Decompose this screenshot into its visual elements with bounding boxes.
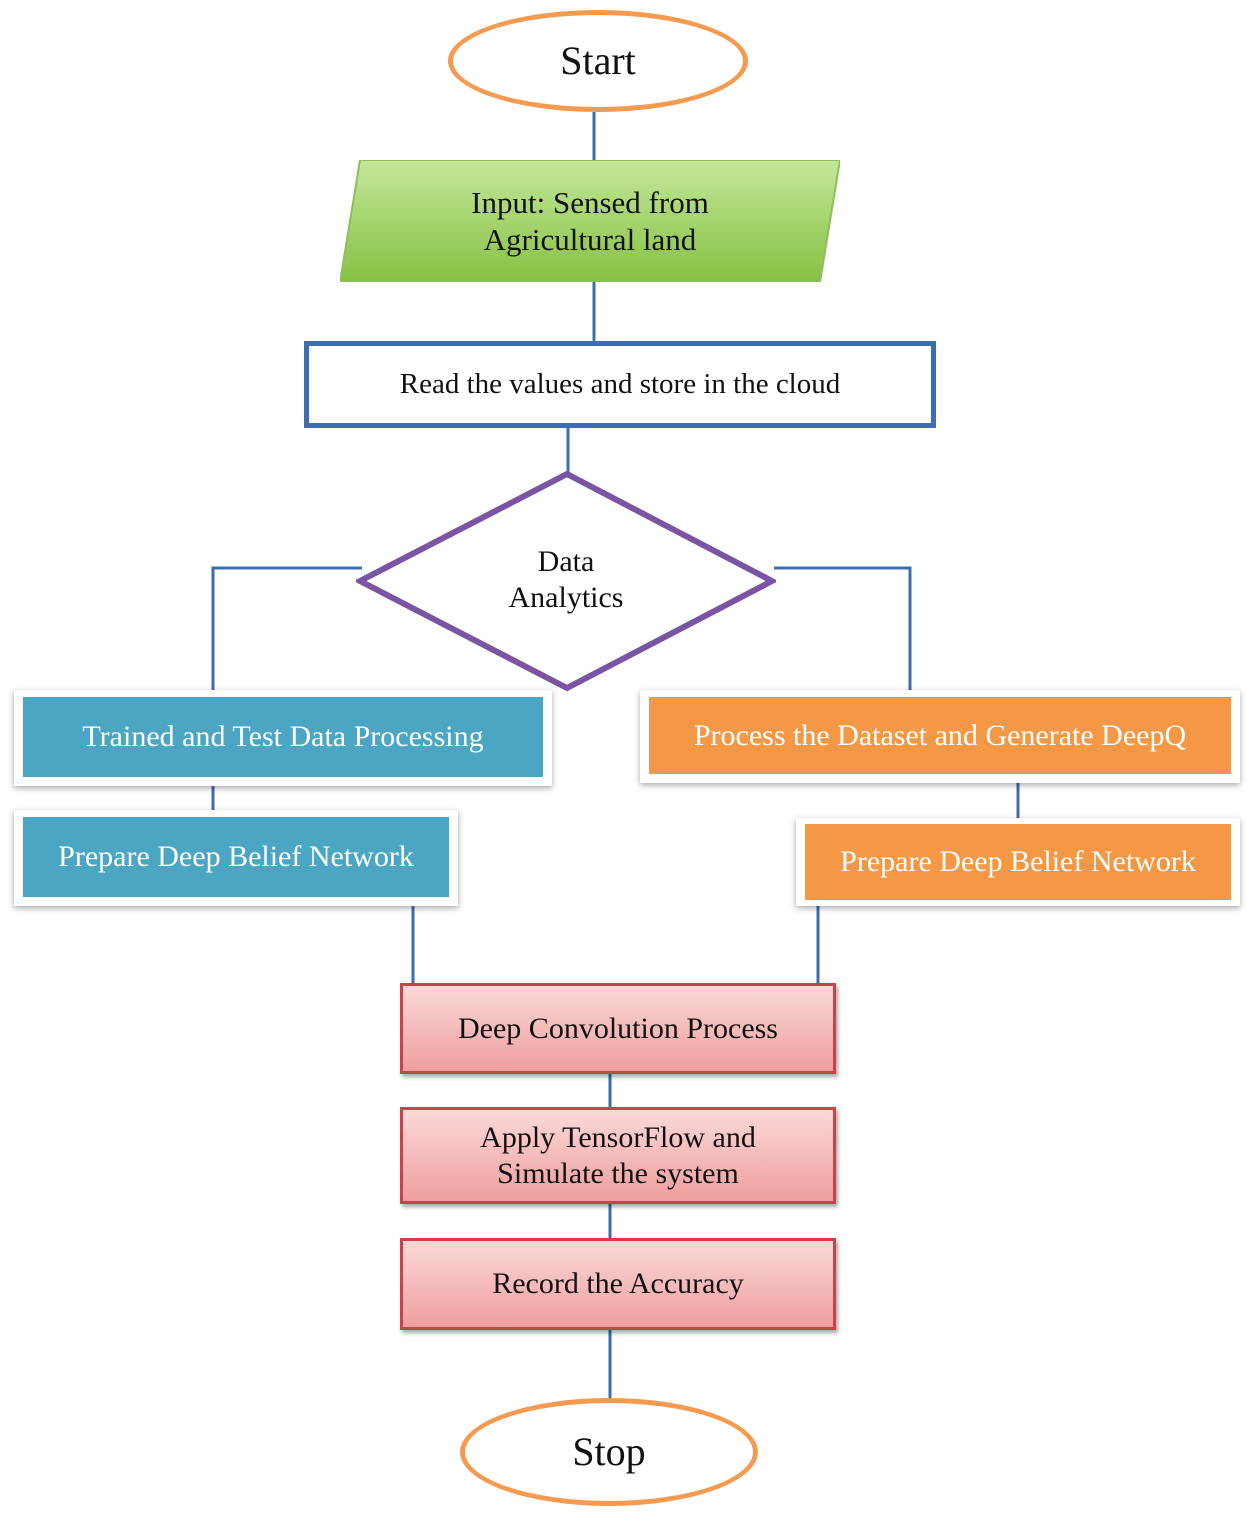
stop-node: Stop (460, 1398, 758, 1506)
decision-label: Data Analytics (508, 545, 624, 614)
left-step1-frame: Trained and Test Data Processing (14, 690, 552, 786)
start-node: Start (448, 10, 748, 112)
stop-label: Stop (572, 1429, 646, 1474)
input-parallelogram (340, 160, 840, 282)
read-store-label: Read the values and store in the cloud (399, 368, 841, 401)
input-node: Input: Sensed from Agricultural land (360, 160, 820, 282)
start-label: Start (560, 38, 636, 83)
left-step2-node: Prepare Deep Belief Network (23, 817, 449, 897)
right-step1-frame: Process the Dataset and Generate DeepQ (640, 690, 1240, 783)
left-step1-node: Trained and Test Data Processing (23, 697, 543, 777)
right-step1-label: Process the Dataset and Generate DeepQ (693, 718, 1187, 752)
right-step1-node: Process the Dataset and Generate DeepQ (649, 697, 1231, 774)
deep-convolution-node: Deep Convolution Process (400, 983, 836, 1074)
left-step1-label: Trained and Test Data Processing (82, 720, 484, 753)
right-step2-frame: Prepare Deep Belief Network (796, 818, 1240, 906)
tensorflow-label: Apply TensorFlow and Simulate the system (480, 1120, 756, 1190)
deep-convolution-label: Deep Convolution Process (458, 1011, 778, 1045)
tensorflow-node: Apply TensorFlow and Simulate the system (400, 1107, 836, 1204)
connector-decision-left (211, 566, 362, 690)
read-store-node: Read the values and store in the cloud (304, 341, 936, 428)
right-step2-node: Prepare Deep Belief Network (805, 824, 1231, 900)
left-step2-label: Prepare Deep Belief Network (58, 840, 414, 873)
accuracy-node: Record the Accuracy (400, 1238, 836, 1330)
input-label: Input: Sensed from Agricultural land (471, 184, 709, 257)
left-step2-frame: Prepare Deep Belief Network (14, 810, 458, 906)
right-step2-label: Prepare Deep Belief Network (840, 845, 1196, 878)
accuracy-label: Record the Accuracy (492, 1267, 744, 1300)
connector-decision-right (774, 566, 912, 690)
decision-diamond (356, 470, 776, 692)
decision-node: Data Analytics (446, 530, 686, 630)
